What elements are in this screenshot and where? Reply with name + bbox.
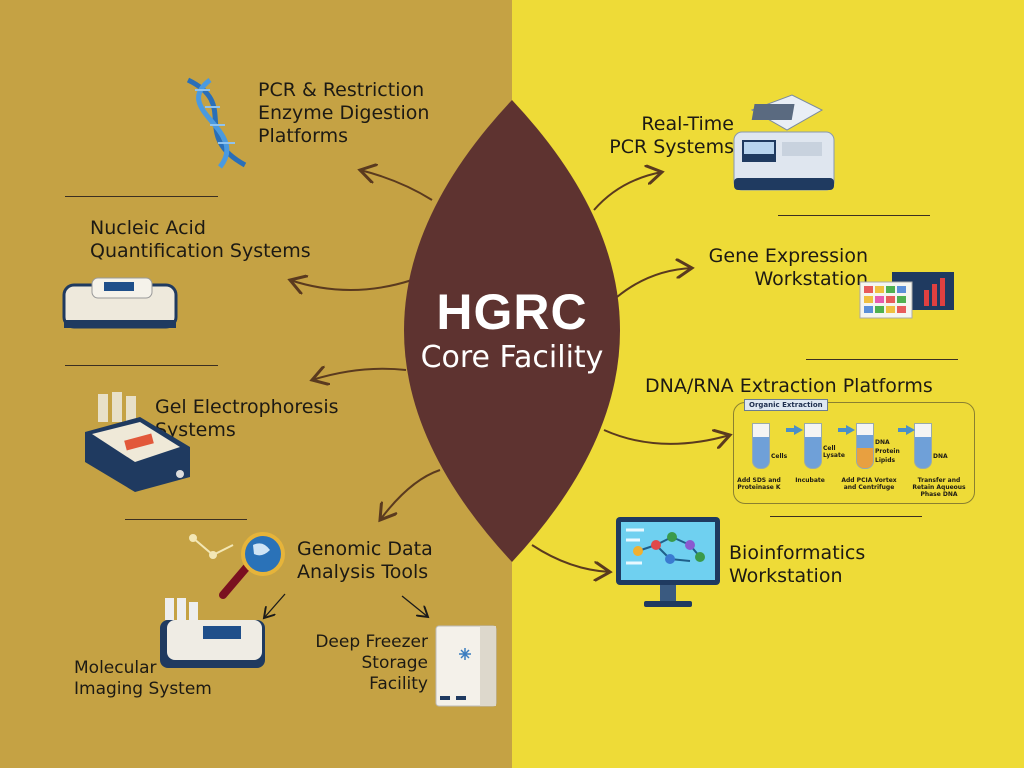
arrow-genomic [380,469,441,520]
arrow-quant [290,280,413,290]
center-lens [404,100,620,562]
thermocycler-icon [733,94,835,191]
tube-label: Lipids [875,457,896,464]
step-arrow-icon [898,425,915,435]
monitor-network-icon [616,517,720,607]
divider [65,365,218,366]
step-arrow-icon [838,425,855,435]
center-subtitle: Core Facility [420,340,604,375]
spectrophotometer-icon [62,277,178,329]
arrow-bioinfo [531,544,610,572]
center-title: HGRC [436,284,588,340]
step-label: Transfer and Retain Aqueous Phase DNA [912,477,966,498]
tube-label: DNA [933,453,948,460]
freezer-icon [435,625,497,707]
arrow-gel [312,369,407,380]
arrow-gene [616,268,692,298]
tube-icon [914,423,932,469]
extraction-diagram: Organic Extraction Cells Cell Lysate DNA… [733,399,975,504]
magnifier-globe-icon [189,532,285,599]
extraction-tag: Organic Extraction [744,399,828,411]
arrow-imaging [264,593,286,618]
imaging-system-icon [160,598,265,668]
arrow-pcr [360,170,433,201]
tube-icon [804,423,822,469]
arrow-realtime [593,172,662,211]
divider [770,516,922,517]
tube-icon [856,423,874,469]
tube-icon [752,423,770,469]
divider [125,519,247,520]
tube-label: Protein [875,448,900,455]
tube-label: DNA [875,439,890,446]
step-arrow-icon [786,425,803,435]
heatmap-chart-icon [859,272,954,319]
step-label: Add SDS and Proteinase K [737,477,781,491]
arrow-freezer [401,595,428,617]
step-label: Incubate [795,477,825,484]
arrow-extract [603,430,730,444]
label-dna-rna-extraction: DNA/RNA Extraction Platforms [645,375,933,397]
divider [65,196,218,197]
dna-helix-icon [186,77,247,169]
divider [778,215,930,216]
divider [806,359,958,360]
tube-label: Cell Lysate [823,445,845,459]
tube-label: Cells [771,453,788,460]
step-label: Add PCIA Vortex and Centrifuge [841,477,897,491]
electrophoresis-icon [85,392,190,492]
